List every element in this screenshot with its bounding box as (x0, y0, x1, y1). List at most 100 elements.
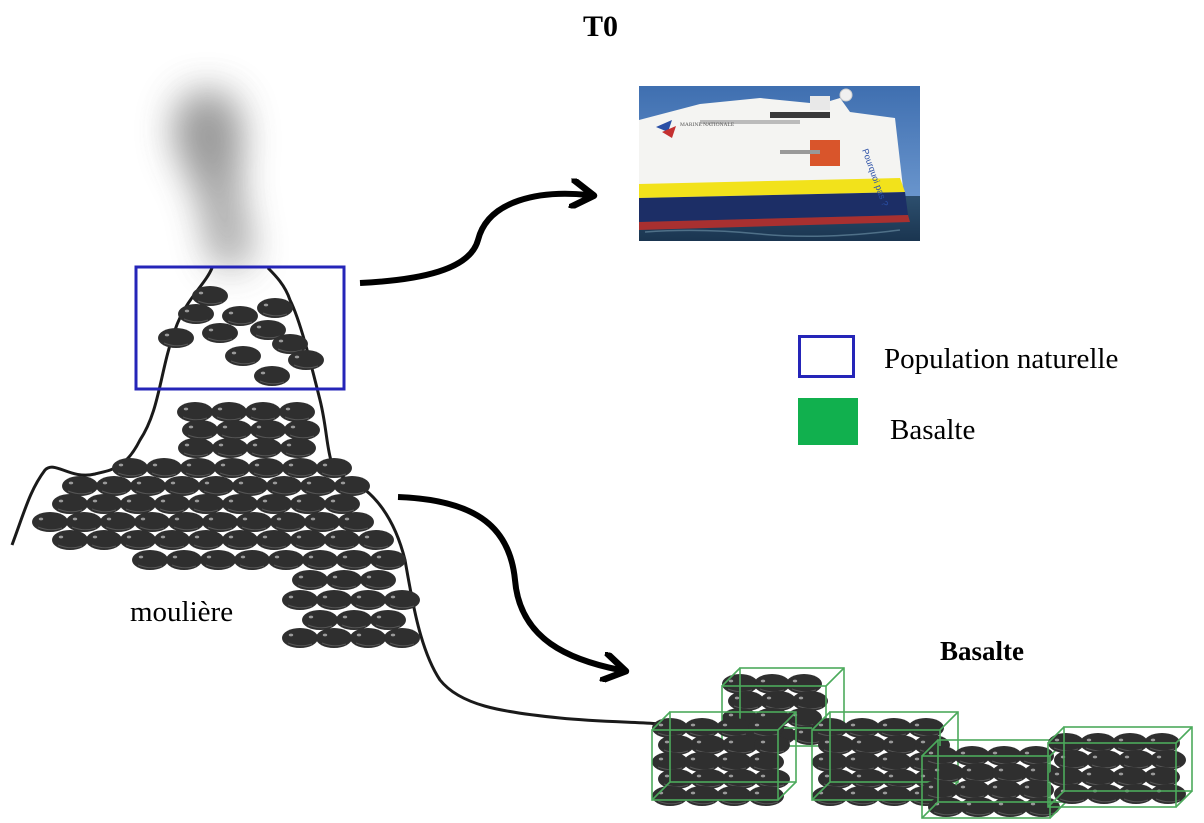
arrow-to-ship (359, 194, 588, 286)
mussel (1111, 766, 1149, 788)
mussel (51, 493, 89, 515)
mussel (165, 549, 203, 571)
mussel (281, 627, 319, 649)
mussel (333, 475, 371, 497)
mussel (231, 475, 269, 497)
mussel (85, 529, 123, 551)
mussel (315, 627, 353, 649)
mussel (211, 437, 249, 459)
mussel (95, 475, 133, 497)
mussel (1117, 749, 1155, 771)
mussel (881, 734, 919, 756)
mussel (875, 751, 913, 773)
mussel (875, 785, 913, 807)
mussel (153, 529, 191, 551)
mussel (145, 457, 183, 479)
mussel (335, 609, 373, 631)
ship-photo: MARINE NATIONALE Pourquoi pas ? (639, 86, 920, 241)
mussel (811, 785, 849, 807)
mussel (369, 549, 407, 571)
mussel (849, 734, 887, 756)
mussel (255, 529, 293, 551)
mussel (153, 493, 191, 515)
mussel (289, 493, 327, 515)
mussel (1053, 749, 1091, 771)
mussel (383, 589, 421, 611)
mussel (753, 734, 791, 756)
mussel (249, 419, 287, 441)
mussel (959, 762, 997, 784)
mussel (281, 457, 319, 479)
natural-population-box (134, 265, 346, 391)
mussel (881, 768, 919, 790)
mussel (269, 511, 307, 533)
mussel (301, 549, 339, 571)
mussel (323, 529, 361, 551)
smoke-plume (175, 92, 250, 262)
mussel (291, 569, 329, 591)
ship-hull-text: MARINE NATIONALE (680, 122, 735, 128)
mussel (683, 751, 721, 773)
mussel (119, 493, 157, 515)
mussel (244, 401, 282, 423)
mussel (1149, 749, 1187, 771)
mussel (187, 493, 225, 515)
mussel (1047, 766, 1085, 788)
mussel (215, 419, 253, 441)
mussel (383, 627, 421, 649)
mussel (179, 457, 217, 479)
diagram-title: T0 (583, 10, 619, 43)
mussel (233, 549, 271, 571)
mussel (849, 768, 887, 790)
mussel (843, 751, 881, 773)
mussel (907, 717, 945, 739)
mussel (715, 751, 753, 773)
mussel (817, 734, 855, 756)
mussel (683, 717, 721, 739)
basalt-cage (1047, 726, 1193, 808)
mussel (278, 401, 316, 423)
mussel (1143, 766, 1181, 788)
mussel (210, 401, 248, 423)
mussel (181, 419, 219, 441)
mussel (683, 785, 721, 807)
mussel (759, 690, 797, 712)
legend-label-basalt: Basalte (890, 414, 976, 446)
mussel (201, 511, 239, 533)
mussel (199, 549, 237, 571)
mussel (335, 549, 373, 571)
mussel (651, 785, 689, 807)
mussel (177, 437, 215, 459)
mussel-bed-label: moulière (130, 596, 234, 628)
mussel (279, 437, 317, 459)
mussel (1149, 783, 1187, 805)
mussel (163, 475, 201, 497)
mussel (221, 529, 259, 551)
mussel (197, 475, 235, 497)
arrow-to-basalt (397, 494, 620, 670)
mussel (31, 511, 69, 533)
mussel (843, 785, 881, 807)
mussel (991, 762, 1029, 784)
natural-population-mussels (157, 285, 325, 387)
basalt-cages (651, 667, 1193, 819)
mussel (921, 779, 959, 801)
mussel (247, 457, 285, 479)
mussel (99, 511, 137, 533)
mussel (1053, 783, 1091, 805)
mussel (61, 475, 99, 497)
basalt-cage (651, 711, 797, 807)
mussel (721, 768, 759, 790)
mussel (235, 511, 273, 533)
mussel (927, 762, 965, 784)
mussel (315, 589, 353, 611)
mussel (727, 690, 765, 712)
mussel (119, 529, 157, 551)
mussel (245, 437, 283, 459)
mussel (176, 401, 214, 423)
mussel (349, 627, 387, 649)
mussel (221, 493, 259, 515)
mussel (283, 419, 321, 441)
mussel (255, 493, 293, 515)
